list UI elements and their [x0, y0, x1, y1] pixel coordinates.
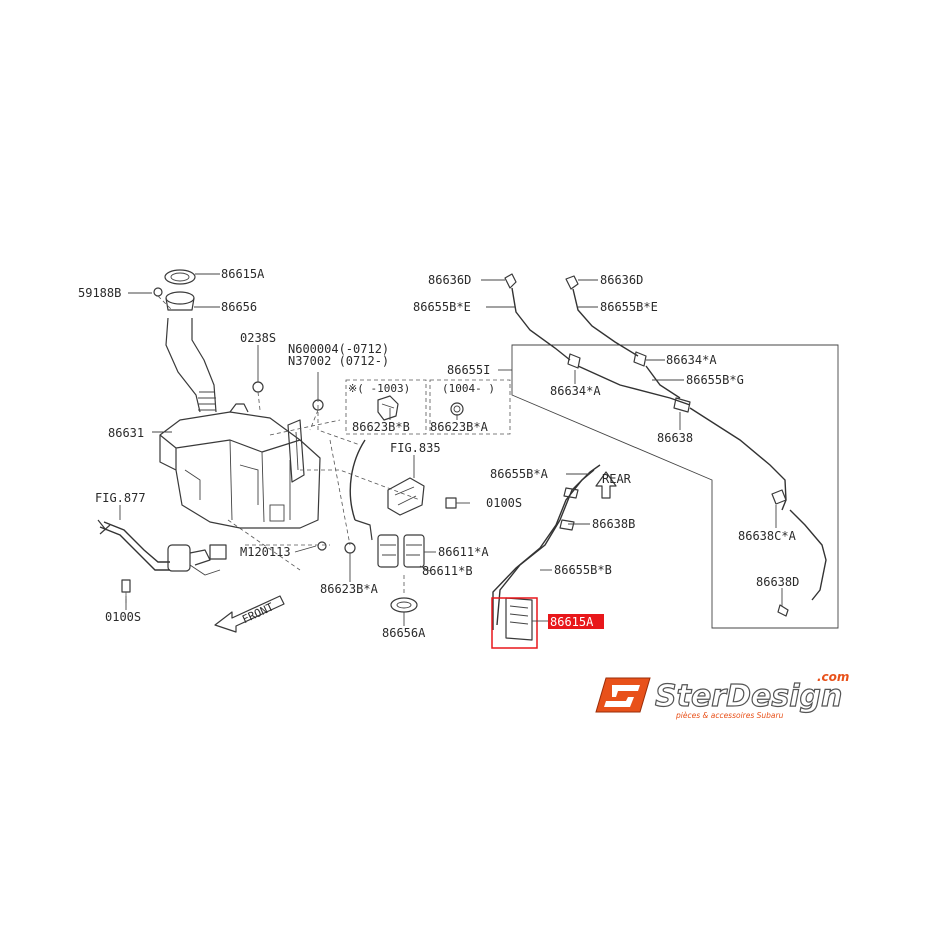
label-86655B-A: 86655B*A: [490, 467, 549, 481]
logo-tagline: pièces & accessoires Subaru: [675, 711, 784, 720]
label-86623B-B: 86623B*B: [352, 420, 410, 434]
sd-badge-icon: [595, 677, 651, 713]
label-86638D: 86638D: [756, 575, 799, 589]
label-86634-A-left: 86634*A: [550, 384, 601, 398]
label-M120113: M120113: [240, 545, 291, 559]
sterdesign-logo: SterDesign .com pièces & accessoires Sub…: [595, 670, 849, 720]
washer-tank-drawing: [97, 269, 421, 633]
label-range-2: (1004- ): [442, 382, 495, 395]
label-86636D-left: 86636D: [428, 273, 471, 287]
label-86655B-E-left: 86655B*E: [413, 300, 471, 314]
label-86615A: 86615A: [221, 267, 265, 281]
label-86638: 86638: [657, 431, 693, 445]
label-N600004: N600004(-0712): [288, 342, 389, 356]
label-N37002: N37002 (0712-): [288, 354, 389, 368]
label-86615A-highlighted[interactable]: 86615A: [550, 615, 594, 629]
label-fig-877: FIG.877: [95, 491, 146, 505]
label-86623B-A-top: 86623B*A: [430, 420, 489, 434]
label-0100S-right: 0100S: [486, 496, 522, 510]
logo-wordmark: SterDesign: [655, 679, 842, 714]
rear-hoses-drawing: [491, 273, 839, 649]
label-86611-A: 86611*A: [438, 545, 489, 559]
label-86636D-right: 86636D: [600, 273, 643, 287]
label-86655B-G: 86655B*G: [686, 373, 744, 387]
leader-lines: [119, 273, 783, 626]
label-0238S: 0238S: [240, 331, 276, 345]
label-86638C-A: 86638C*A: [738, 529, 797, 543]
highlight-box: [548, 614, 604, 629]
part-labels: 86615A 59188B 86656 0238S N600004(-0712)…: [78, 267, 799, 640]
label-86638B: 86638B: [592, 517, 635, 531]
label-86656: 86656: [221, 300, 257, 314]
label-86631: 86631: [108, 426, 144, 440]
center-parts-drawing: [317, 379, 511, 613]
label-front: FRONT: [240, 600, 276, 626]
logo-domain: .com: [817, 670, 849, 684]
label-86656A: 86656A: [382, 626, 426, 640]
label-86611-B: 86611*B: [422, 564, 473, 578]
label-86634-A-right: 86634*A: [666, 353, 717, 367]
label-86655I: 86655I: [447, 363, 490, 377]
label-0100S-left: 0100S: [105, 610, 141, 624]
label-fig-835: FIG.835: [390, 441, 441, 455]
label-59188B: 59188B: [78, 286, 121, 300]
label-86655B-E-right: 86655B*E: [600, 300, 658, 314]
label-range-1: ※( -1003): [348, 382, 410, 395]
label-rear: REAR: [602, 472, 632, 486]
label-86623B-A-bottom: 86623B*A: [320, 582, 379, 596]
label-86655B-B: 86655B*B: [554, 563, 612, 577]
